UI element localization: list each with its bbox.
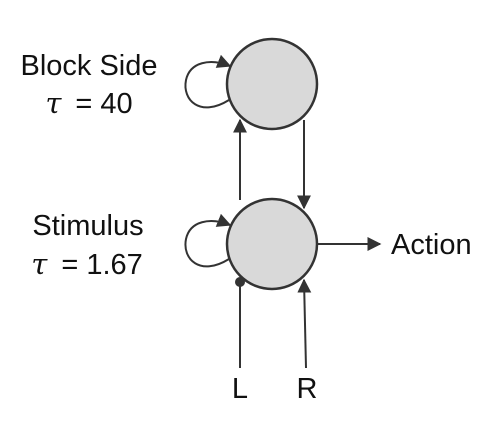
action-label: Action	[391, 229, 472, 261]
stimulus-tau-value: = 1.67	[61, 249, 142, 281]
input-r-edge	[297, 278, 312, 369]
stimulus-tau-symbol: τ	[31, 247, 48, 281]
block-side-tau-symbol: τ	[45, 86, 62, 120]
block-side-self-loop	[184, 54, 232, 109]
block-side-tau-value: = 40	[75, 88, 132, 120]
block-side-tau-label: τ = 40	[45, 86, 132, 120]
stimulus-label: Stimulus	[32, 210, 143, 242]
input-r-label: R	[297, 373, 318, 405]
input-l-label: L	[232, 373, 248, 405]
stimulus-node	[225, 197, 319, 291]
stimulus-self-loop	[184, 213, 232, 268]
block-side-label: Block Side	[20, 50, 157, 82]
stimulus-tau-label: τ = 1.67	[31, 247, 143, 281]
input-l-terminal-dot	[235, 277, 245, 287]
block-side-node	[225, 37, 319, 131]
